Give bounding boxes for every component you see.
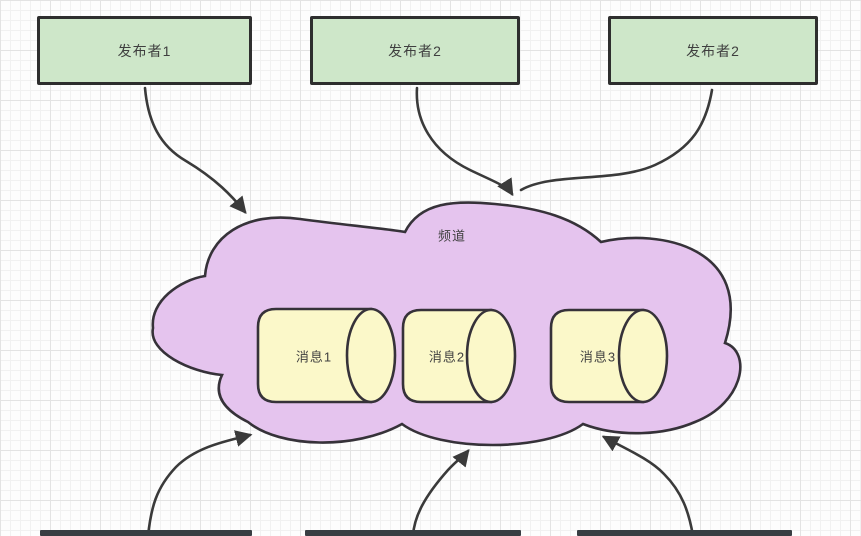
subscriber-box-2[interactable]: [305, 530, 521, 536]
message-cylinder-1[interactable]: [256, 307, 397, 404]
connector-subscriber2-channel[interactable]: [411, 449, 470, 536]
message-cylinder-3[interactable]: [549, 308, 669, 404]
publisher-box-2[interactable]: 发布者2: [310, 16, 520, 85]
connector-subscriber1-channel[interactable]: [146, 430, 253, 536]
subscriber-box-3[interactable]: [577, 530, 792, 536]
connector-publisher1-channel[interactable]: [143, 86, 247, 214]
connector-publisher3-channel[interactable]: [519, 88, 714, 192]
publisher-2-label: 发布者2: [388, 42, 442, 59]
publisher-box-3[interactable]: 发布者2: [608, 16, 818, 85]
publisher-box-1[interactable]: 发布者1: [37, 16, 252, 85]
connector-subscriber3-channel[interactable]: [601, 435, 695, 536]
message-cylinder-2[interactable]: [401, 308, 517, 404]
connector-publisher2-channel[interactable]: [415, 86, 514, 197]
publisher-1-label: 发布者1: [117, 42, 172, 59]
subscriber-box-1[interactable]: [40, 530, 252, 536]
publisher-3-label: 发布者2: [686, 42, 740, 59]
